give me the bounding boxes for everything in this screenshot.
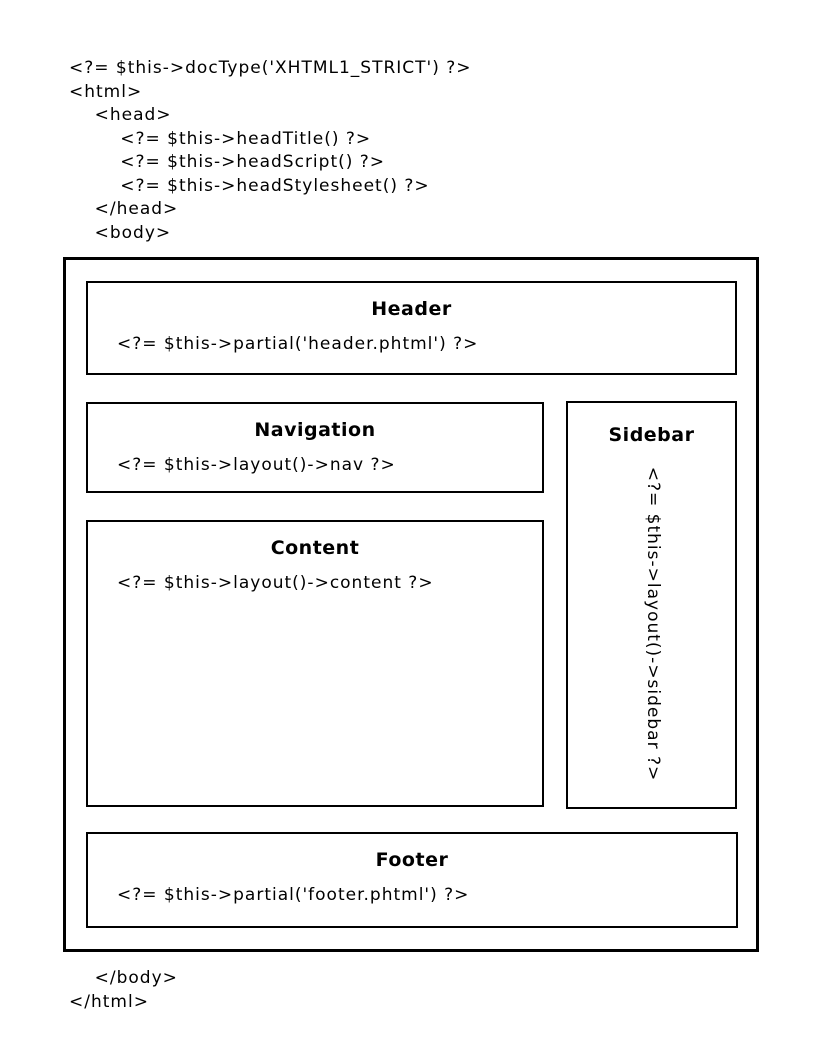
sidebar-box-code-rotated: <?= $this->layout()->sidebar ?>: [642, 466, 663, 782]
code-line-head-title: <?= $this->headTitle() ?>: [69, 128, 372, 149]
header-box-code: <?= $this->partial('header.phtml') ?>: [117, 334, 479, 354]
code-line-doctype: <?= $this->docType('XHTML1_STRICT') ?>: [69, 58, 472, 78]
template-closing-code-block: </body> </html>: [69, 967, 178, 1014]
code-line-head-open: <head>: [69, 105, 172, 125]
navigation-box-code: <?= $this->layout()->nav ?>: [117, 455, 396, 475]
code-line-head-stylesheet: <?= $this->headStylesheet() ?>: [69, 175, 430, 196]
code-line-head-close: </head>: [69, 199, 179, 219]
body-layout-box: Header <?= $this->partial('header.phtml'…: [63, 257, 759, 952]
header-box: Header <?= $this->partial('header.phtml'…: [86, 281, 737, 375]
footer-box: Footer <?= $this->partial('footer.phtml'…: [86, 832, 738, 928]
code-line-html-open: <html>: [69, 81, 143, 102]
content-box-title: Content: [270, 537, 360, 559]
code-line-html-close: </html>: [69, 991, 149, 1012]
code-line-head-script: <?= $this->headScript() ?>: [69, 152, 386, 172]
footer-box-title: Footer: [375, 849, 449, 871]
footer-box-code: <?= $this->partial('footer.phtml') ?>: [117, 885, 470, 905]
sidebar-box-title: Sidebar: [608, 424, 695, 446]
navigation-box-title: Navigation: [254, 419, 376, 441]
header-box-title: Header: [371, 298, 452, 320]
sidebar-box: Sidebar <?= $this->layout()->sidebar ?>: [566, 401, 737, 809]
code-line-body-close: </body>: [69, 968, 178, 988]
content-box-code: <?= $this->layout()->content ?>: [117, 573, 434, 593]
navigation-box: Navigation <?= $this->layout()->nav ?>: [86, 402, 544, 493]
code-line-body-open: <body>: [69, 222, 172, 243]
content-box: Content <?= $this->layout()->content ?>: [86, 520, 544, 807]
template-opening-code-block: <?= $this->docType('XHTML1_STRICT') ?> <…: [69, 57, 472, 245]
